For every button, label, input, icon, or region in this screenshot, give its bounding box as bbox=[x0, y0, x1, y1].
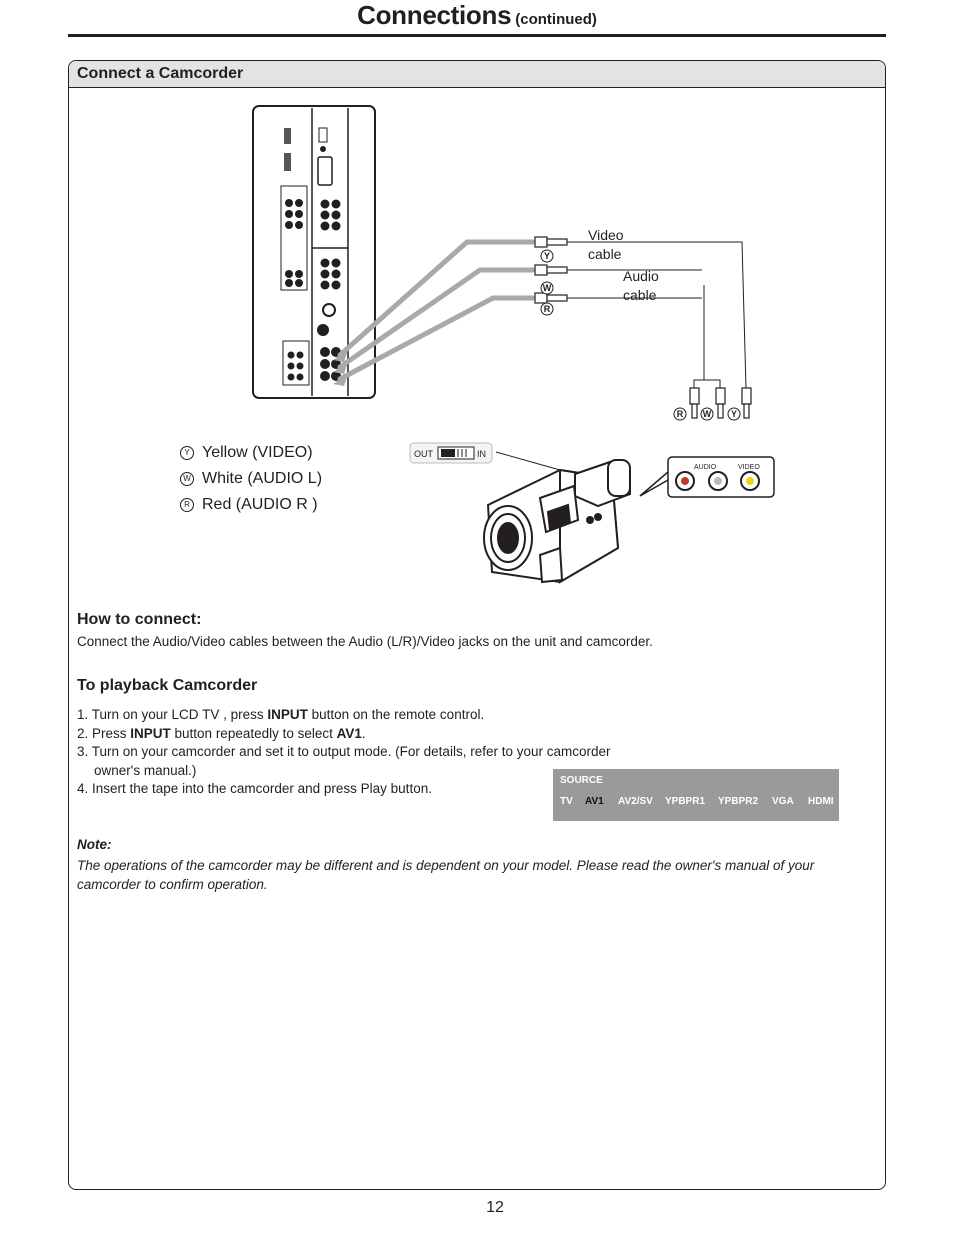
playback-steps: 1. Turn on your LCD TV , press INPUT but… bbox=[77, 706, 637, 799]
source-option-hdmi: HDMI bbox=[808, 796, 834, 807]
step-1: 1. Turn on your LCD TV , press INPUT but… bbox=[77, 706, 637, 725]
jack-audio-label: AUDIO bbox=[694, 464, 717, 471]
source-menu-label: SOURCE bbox=[560, 775, 603, 786]
svg-text:W: W bbox=[703, 409, 712, 419]
how-to-connect-heading: How to connect: bbox=[77, 611, 202, 628]
step-4: 4. Insert the tape into the camcorder an… bbox=[77, 781, 432, 796]
tv-cables bbox=[337, 239, 536, 382]
tv-cable-arrows bbox=[333, 350, 348, 386]
step-2-input: INPUT bbox=[130, 725, 171, 741]
step-3: 3. Turn on your camcorder and set it to … bbox=[77, 744, 611, 759]
output-switch: OUT IN bbox=[409, 442, 493, 464]
source-option-tv: TV bbox=[560, 796, 573, 807]
step-2-mid: button repeatedly to select bbox=[170, 725, 337, 741]
source-option-ypbpr2: YPBPR2 bbox=[718, 796, 759, 807]
camcorder-side-plugs bbox=[689, 387, 752, 419]
playback-heading: To playback Camcorder bbox=[77, 677, 258, 694]
svg-text:Y: Y bbox=[731, 409, 737, 419]
source-option-vga: VGA bbox=[772, 796, 794, 807]
page-title-sub: (continued) bbox=[515, 11, 597, 28]
page-title-main: Connections bbox=[357, 0, 512, 30]
how-to-connect-text: Connect the Audio/Video cables between t… bbox=[77, 634, 653, 649]
source-option-ypbpr1: YPBPR1 bbox=[665, 796, 706, 807]
camcorder-cables bbox=[567, 241, 747, 389]
svg-text:Y: Y bbox=[544, 251, 550, 261]
legend-label-white: White (AUDIO L) bbox=[202, 470, 323, 487]
section-panel: Connect a Camcorder bbox=[68, 60, 886, 1190]
source-option-av1: AV1 bbox=[585, 796, 604, 807]
color-legend: Y Yellow (VIDEO) W White (AUDIO L) R Red… bbox=[180, 440, 322, 518]
step-2: 2. Press INPUT button repeatedly to sele… bbox=[77, 725, 637, 744]
section-title: Connect a Camcorder bbox=[69, 61, 885, 88]
step-2-tail: . bbox=[361, 725, 366, 741]
jack-video-label: VIDEO bbox=[738, 464, 760, 471]
page-number: 12 bbox=[486, 1199, 504, 1216]
legend-item-red: R Red (AUDIO R ) bbox=[180, 492, 322, 518]
step-1-text: 1. Turn on your LCD TV , press bbox=[77, 707, 268, 722]
legend-item-white: W White (AUDIO L) bbox=[180, 466, 322, 492]
legend-item-yellow: Y Yellow (VIDEO) bbox=[180, 440, 322, 466]
switch-out-label: OUT bbox=[414, 449, 434, 459]
legend-label-yellow: Yellow (VIDEO) bbox=[202, 444, 313, 461]
tv-plug-markers: Y W R bbox=[540, 249, 554, 316]
step-3-continued: owner's manual.) bbox=[94, 762, 197, 778]
legend-marker-r: R bbox=[180, 498, 194, 512]
jack-pointer bbox=[639, 471, 669, 497]
camcorder-illustration bbox=[483, 459, 631, 584]
tv-side-plugs bbox=[534, 236, 568, 304]
note-text: The operations of the camcorder may be d… bbox=[77, 858, 815, 892]
note-heading: Note: bbox=[77, 837, 112, 852]
svg-text:R: R bbox=[677, 409, 684, 419]
title-rule bbox=[68, 34, 886, 37]
camcorder-jack-panel: AUDIO VIDEO bbox=[667, 456, 775, 498]
step-2-av1: AV1 bbox=[336, 725, 362, 741]
source-option-av2sv: AV2/SV bbox=[618, 796, 653, 807]
svg-text:R: R bbox=[544, 304, 551, 314]
legend-marker-y: Y bbox=[180, 446, 194, 460]
step-1-input: INPUT bbox=[267, 707, 308, 722]
step-2-text: 2. Press bbox=[77, 725, 131, 741]
tv-back-panel bbox=[252, 105, 376, 399]
page-title: Connections(continued) bbox=[0, 0, 954, 31]
source-menu: SOURCE TV AV1 AV2/SV YPBPR1 YPBPR2 VGA H… bbox=[553, 769, 839, 821]
legend-label-red: Red (AUDIO R ) bbox=[202, 496, 318, 513]
svg-text:W: W bbox=[543, 283, 552, 293]
switch-in-label: IN bbox=[477, 449, 486, 459]
camcorder-plug-markers: R W Y bbox=[673, 407, 741, 421]
legend-marker-w: W bbox=[180, 472, 194, 486]
step-1-tail: button on the remote control. bbox=[307, 707, 485, 722]
